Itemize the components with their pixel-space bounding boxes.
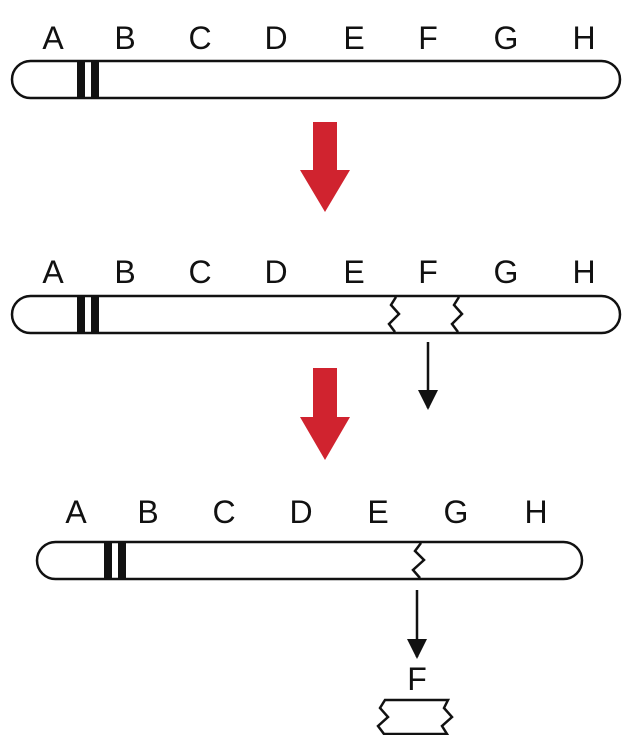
gene-label-f: F xyxy=(418,20,438,56)
chromosome xyxy=(10,294,622,335)
panel-breaks: A B C D E F G H xyxy=(10,254,622,410)
gene-label-a: A xyxy=(42,254,64,290)
panel-original: A B C D E F G H xyxy=(10,20,622,100)
gene-label-g: G xyxy=(494,20,519,56)
excised-fragment xyxy=(376,698,454,735)
gene-label-e: E xyxy=(343,20,364,56)
centromere-band xyxy=(77,62,85,97)
gene-label-c: C xyxy=(188,254,211,290)
gene-label-e: E xyxy=(343,254,364,290)
break-point-right xyxy=(450,296,464,333)
chromosome xyxy=(10,59,622,100)
gene-label-a: A xyxy=(42,20,64,56)
centromere-band xyxy=(118,543,126,578)
excised-fragment-label: F xyxy=(407,661,427,697)
gene-label-h: H xyxy=(524,494,547,530)
gene-label-g: G xyxy=(494,254,519,290)
red-down-arrow-icon xyxy=(300,368,350,460)
gene-label-b: B xyxy=(114,20,135,56)
gene-label-c: C xyxy=(212,494,235,530)
rejoin-point xyxy=(411,542,426,579)
centromere-band xyxy=(91,297,99,332)
gene-label-d: D xyxy=(289,494,312,530)
gene-label-a: A xyxy=(65,494,87,530)
gene-label-f: F xyxy=(418,254,438,290)
gene-label-c: C xyxy=(188,20,211,56)
gene-label-h: H xyxy=(572,254,595,290)
panel-deleted: A B C D E G H F xyxy=(35,494,584,735)
centromere-band xyxy=(91,62,99,97)
gene-label-b: B xyxy=(114,254,135,290)
gene-label-e: E xyxy=(367,494,388,530)
gene-label-d: D xyxy=(264,20,287,56)
break-point-left xyxy=(387,296,401,333)
gene-label-g: G xyxy=(444,494,469,530)
chromosome xyxy=(35,540,584,581)
gene-label-h: H xyxy=(572,20,595,56)
red-down-arrow-icon xyxy=(300,122,350,212)
centromere-band xyxy=(77,297,85,332)
centromere-band xyxy=(104,543,112,578)
gene-label-b: B xyxy=(137,494,158,530)
gene-label-d: D xyxy=(264,254,287,290)
